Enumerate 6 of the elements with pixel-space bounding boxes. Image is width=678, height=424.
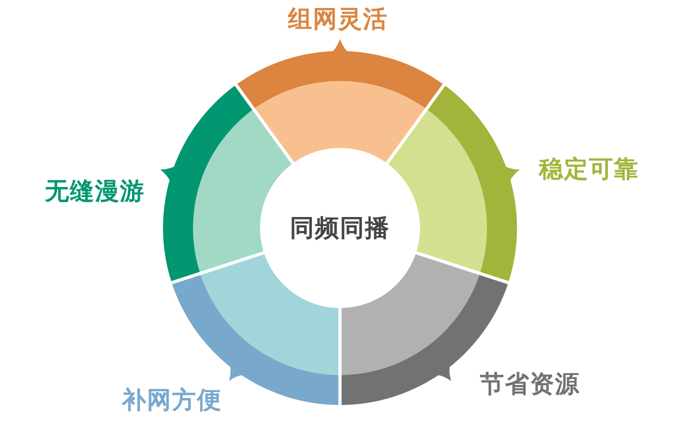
segment-label: 补网方便 xyxy=(122,386,222,414)
segment-label: 无缝漫游 xyxy=(45,177,145,205)
center-label: 同频同播 xyxy=(290,214,390,242)
segment-label: 稳定可靠 xyxy=(539,155,639,183)
segment-label: 节省资源 xyxy=(480,370,580,398)
segment-label: 组网灵活 xyxy=(288,5,388,33)
